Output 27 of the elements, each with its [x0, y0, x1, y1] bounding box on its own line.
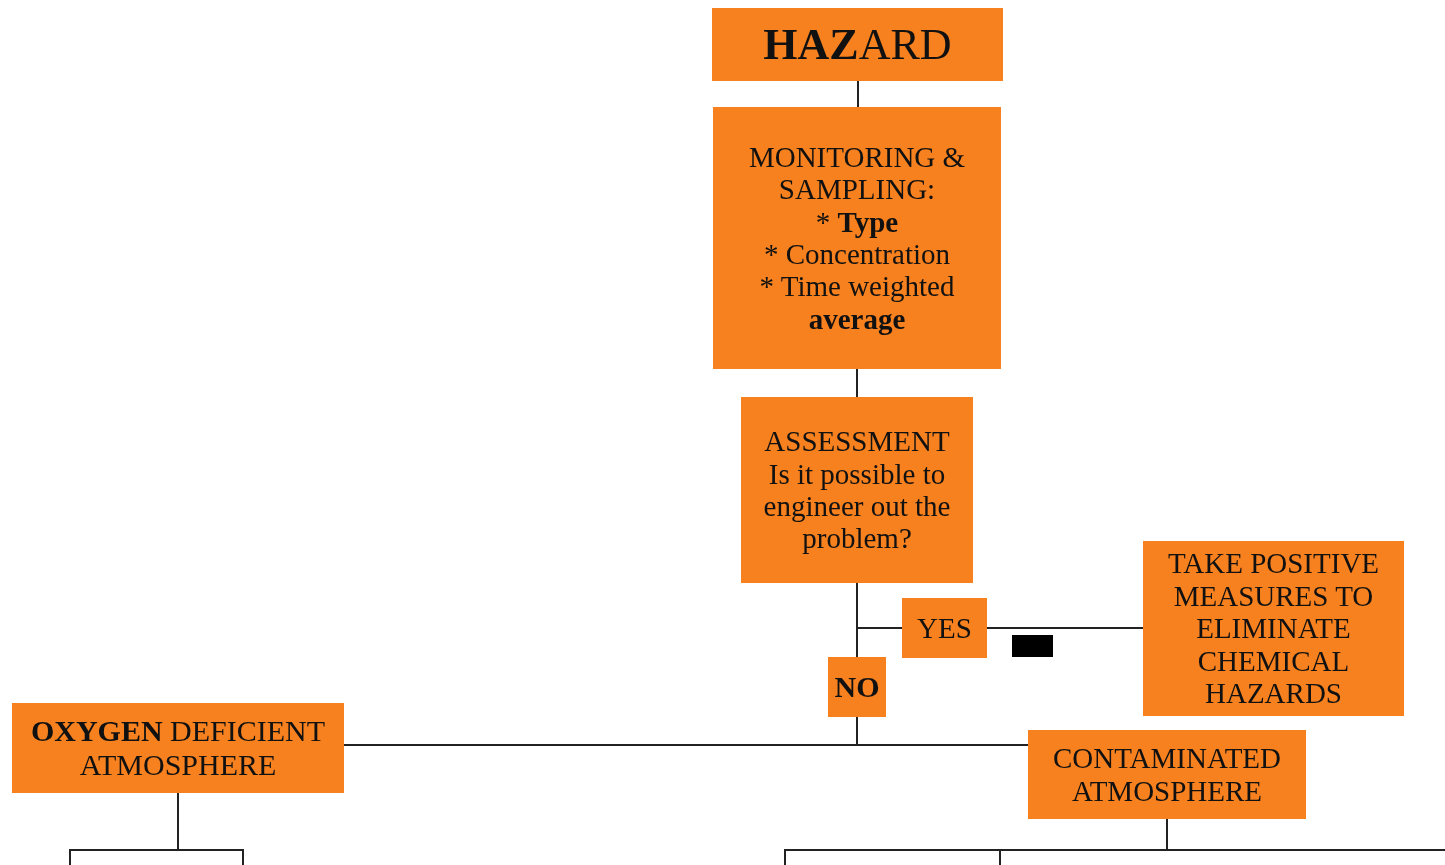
box-text: TAKE POSITIVE MEASURES TO ELIMINATE CHEMICAL HAZARDS: [1166, 547, 1381, 710]
box-text: Is it possible to engineer out the problem?: [762, 457, 952, 555]
box-text: CONTAMINATED ATMOSPHERE: [1051, 742, 1283, 807]
connector-line: [856, 368, 858, 398]
connector-line: [1166, 818, 1445, 851]
box-text: *Type: [815, 205, 899, 238]
process-box: [741, 397, 973, 583]
box-text: * Concentration: [763, 238, 950, 271]
box-text: MONITORING & SAMPLING:: [747, 140, 967, 206]
process-box: [713, 107, 1001, 369]
box-text: ASSESSMENT: [764, 425, 950, 458]
process-box: [712, 8, 1003, 81]
process-box: [828, 657, 886, 717]
connector-line: [857, 80, 859, 108]
connector-line: [856, 716, 1029, 746]
connector-line: [177, 792, 244, 865]
connector-line: [986, 627, 1144, 629]
process-box: [1143, 541, 1404, 716]
box-text: OXYGEN DEFICIENT ATMOSPHERE: [29, 714, 327, 782]
box-text: HAZARD: [763, 19, 952, 70]
box-text: * Time weighted average: [758, 270, 956, 336]
process-box: [12, 703, 344, 793]
box-text: NO: [834, 670, 880, 704]
process-box: [1028, 730, 1306, 819]
connector-line: [856, 582, 858, 658]
process-box: [902, 598, 987, 658]
box-text: YES: [917, 611, 972, 645]
